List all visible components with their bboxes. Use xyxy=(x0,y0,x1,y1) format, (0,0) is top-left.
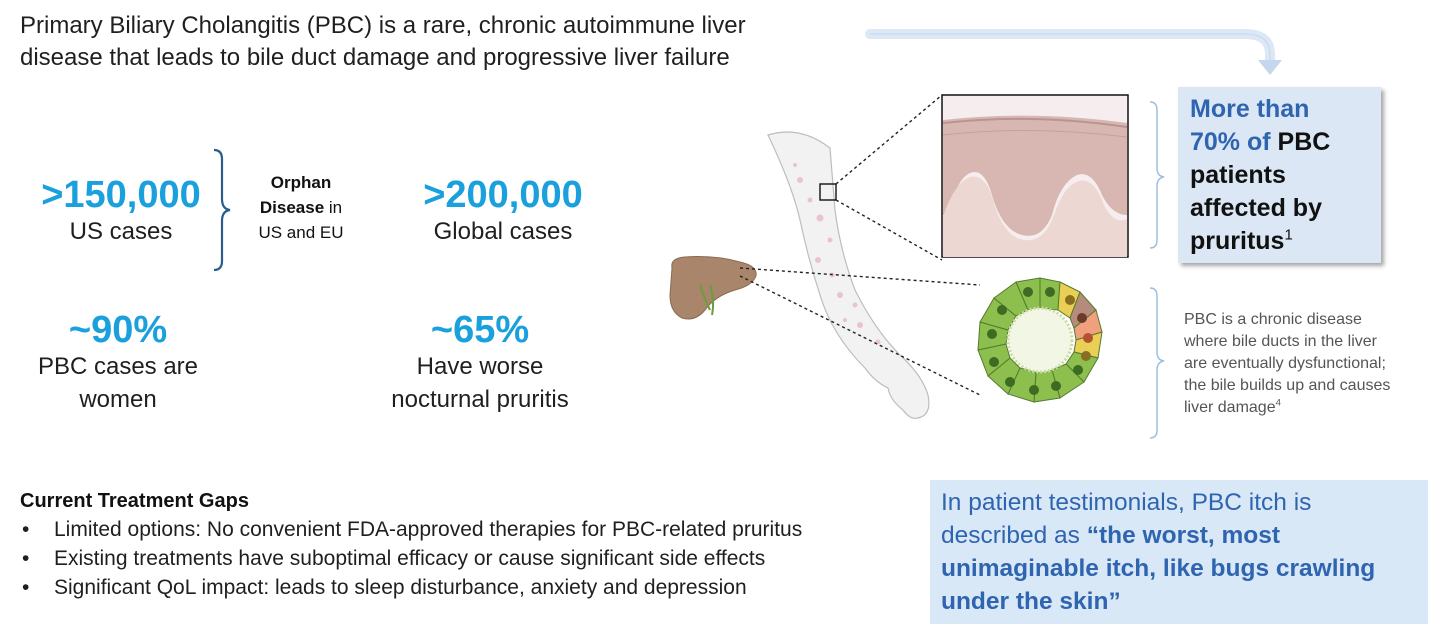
pbc-desc-line-4: the bile builds up and causes xyxy=(1184,377,1391,394)
pbc-desc-line-2: where bile ducts in the liver xyxy=(1184,333,1377,350)
stat-us-cases: >150,000 US cases xyxy=(26,175,216,248)
pruritus-callout: More than 70% of PBC patients affected b… xyxy=(1178,87,1381,263)
callout-line-2: 70% of PBC xyxy=(1190,126,1381,159)
stat-us-cases-label: US cases xyxy=(69,218,173,245)
testimonial-line-1: In patient testimonials, PBC itch is xyxy=(941,489,1312,516)
bullet-icon: • xyxy=(22,576,30,599)
pbc-desc-line-3: are eventually dysfunctional; xyxy=(1184,355,1386,372)
callout-line-3: patients xyxy=(1190,161,1286,189)
stat-nocturnal-value: ~65% xyxy=(430,309,530,351)
testimonial-line-2-plain: described as xyxy=(941,522,1087,549)
stat-women: ~90% PBC cases are women xyxy=(18,310,218,416)
testimonial-line-3: unimaginable itch, like bugs crawling xyxy=(941,555,1376,582)
stat-global-cases: >200,000 Global cases xyxy=(398,175,608,248)
bile-duct-cell-ring xyxy=(977,277,1103,403)
stat-nocturnal: ~65% Have worse nocturnal pruritis xyxy=(368,310,592,416)
orphan-line-1: Orphan xyxy=(270,173,332,192)
pbc-description: PBC is a chronic disease where bile duct… xyxy=(1184,309,1424,419)
skin-cross-section xyxy=(941,94,1129,258)
stat-nocturnal-label-1: Have worse xyxy=(416,353,544,380)
callout-line-1: More than xyxy=(1190,95,1310,123)
bracket-icon xyxy=(213,148,231,272)
stat-nocturnal-label-2: nocturnal pruritis xyxy=(391,386,569,413)
headline-line-2: disease that leads to bile duct damage a… xyxy=(20,44,730,71)
list-item: • Limited options: No convenient FDA-app… xyxy=(20,515,920,544)
testimonial-line-4: under the skin” xyxy=(941,588,1121,615)
callout-pbc: PBC xyxy=(1277,128,1331,156)
list-item: • Existing treatments have suboptimal ef… xyxy=(20,544,920,573)
pbc-desc-liver-damage: liver damage xyxy=(1184,399,1276,416)
curved-arrow-icon xyxy=(865,29,1282,75)
treatment-gaps-title: Current Treatment Gaps xyxy=(20,490,249,512)
callout-line-4: affected by xyxy=(1190,194,1322,222)
stat-women-label-2: women xyxy=(79,386,157,413)
stat-women-label-1: PBC cases are xyxy=(37,353,199,380)
stat-global-cases-value: >200,000 xyxy=(423,174,583,216)
bullet-icon: • xyxy=(22,518,30,541)
gap-item-text: Limited options: No convenient FDA-appro… xyxy=(54,518,803,541)
orphan-disease-note: Orphan Disease in US and EU xyxy=(236,170,366,245)
callout-footnote: 1 xyxy=(1284,226,1293,244)
headline: Primary Biliary Cholangitis (PBC) is a r… xyxy=(20,10,860,74)
stat-us-cases-value: >150,000 xyxy=(41,174,201,216)
treatment-gaps: Current Treatment Gaps • Limited options… xyxy=(20,487,920,602)
testimonial-box: In patient testimonials, PBC itch is des… xyxy=(930,480,1428,624)
testimonial-line-2: described as “the worst, most xyxy=(941,519,1418,552)
headline-line-1: Primary Biliary Cholangitis (PBC) is a r… xyxy=(20,12,746,39)
orphan-line-2-rest: in xyxy=(324,198,343,217)
stat-global-cases-label: Global cases xyxy=(433,218,573,245)
callout-percent: 70% of xyxy=(1190,128,1278,156)
list-item: • Significant QoL impact: leads to sleep… xyxy=(20,573,920,602)
orphan-line-2: Disease in xyxy=(236,195,366,220)
testimonial-quote-start: “the worst, most xyxy=(1086,522,1281,549)
stat-women-value: ~90% xyxy=(68,309,168,351)
orphan-disease-bold: Disease xyxy=(259,198,325,217)
liver-illustration xyxy=(669,256,757,320)
anatomy-illustration xyxy=(669,94,1165,439)
gap-item-text: Significant QoL impact: leads to sleep d… xyxy=(54,576,747,599)
bullet-icon: • xyxy=(22,547,30,570)
orphan-line-3: US and EU xyxy=(258,223,344,242)
pbc-desc-line-5: liver damage4 xyxy=(1184,397,1424,419)
callout-pruritus-word: pruritus xyxy=(1190,227,1285,255)
callout-line-5: pruritus1 xyxy=(1190,225,1381,258)
rash-spots xyxy=(793,163,881,345)
pbc-desc-footnote: 4 xyxy=(1275,397,1281,409)
gap-item-text: Existing treatments have suboptimal effi… xyxy=(54,547,766,570)
pbc-desc-line-1: PBC is a chronic disease xyxy=(1184,311,1362,328)
